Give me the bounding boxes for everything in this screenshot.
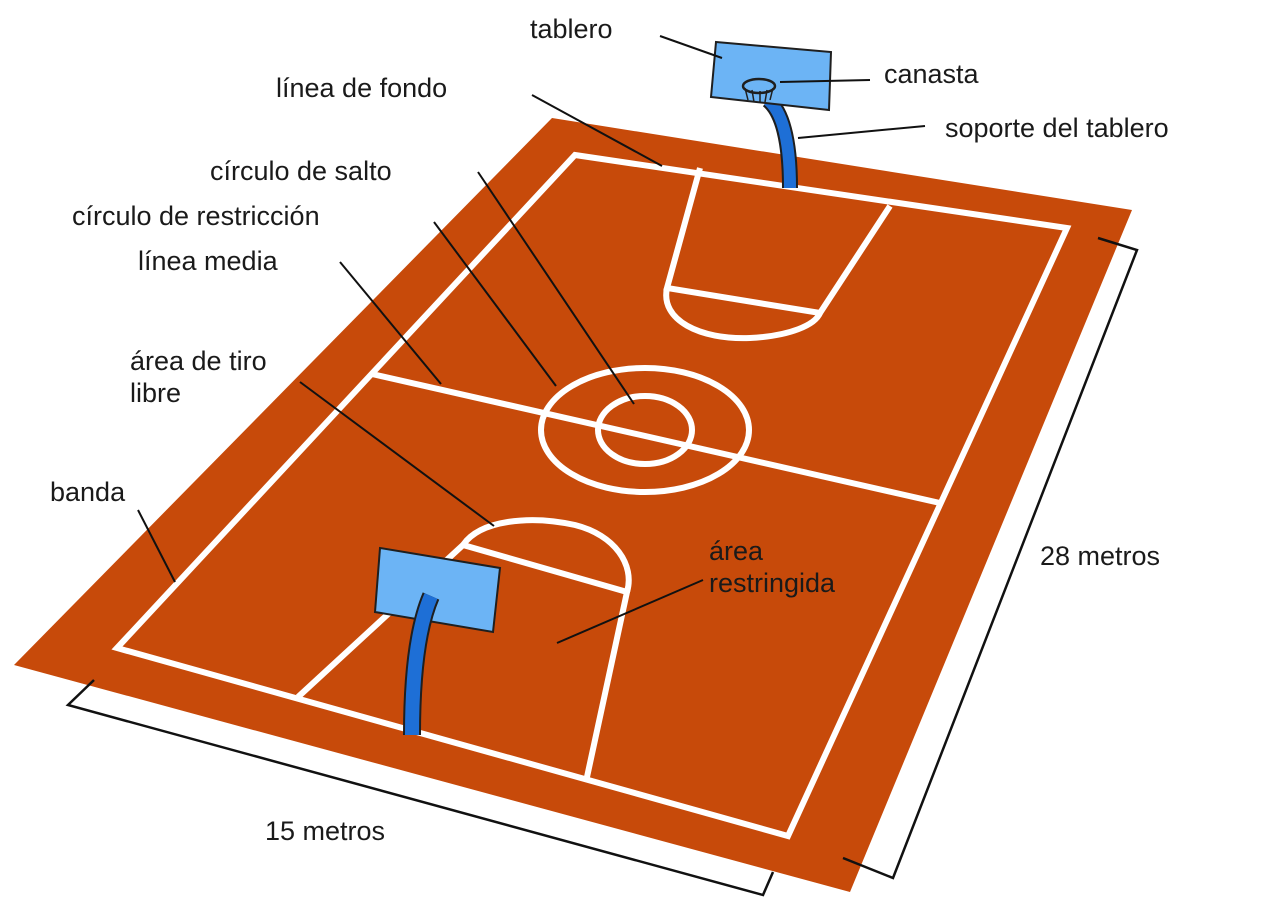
leader-circulo-de-salto — [477, 171, 635, 405]
label-banda: banda — [50, 477, 126, 507]
label-linea-de-fondo: línea de fondo — [276, 73, 448, 103]
court-boundary-line — [111, 151, 1072, 840]
width-bracket — [65, 679, 775, 897]
near-backboard — [373, 546, 502, 634]
midline — [371, 371, 941, 506]
dimension-brackets — [65, 236, 1139, 897]
label-area-restringida-line-2: restringida — [709, 568, 836, 598]
far-hoop — [741, 77, 777, 95]
label-area-de-tiro-libre-line-2: libre — [130, 378, 182, 408]
restriction-circle — [538, 365, 752, 495]
label-soporte-del-tablero: soporte del tablero — [945, 113, 1169, 143]
label-tablero: tablero — [530, 14, 613, 44]
near-basket — [373, 546, 502, 736]
leader-circulo-de-restriccion — [433, 221, 557, 387]
near-restricted-area — [295, 541, 631, 778]
length-bracket — [842, 236, 1139, 880]
label-linea-media: línea media — [138, 246, 278, 276]
leader-banda — [137, 509, 176, 583]
leader-area-restringida — [556, 579, 704, 644]
leader-canasta — [779, 79, 871, 83]
far-backboard — [709, 40, 833, 112]
leader-linea-de-fondo — [531, 94, 663, 167]
jump-circle — [595, 393, 695, 467]
leader-tablero — [659, 35, 723, 59]
near-free-throw-arc — [460, 517, 632, 593]
label-area-restringida-line-1: área — [709, 536, 764, 566]
label-circulo-de-salto: círculo de salto — [210, 156, 392, 186]
label-area-restringida: área restringida — [709, 535, 835, 599]
far-basket — [709, 40, 833, 189]
leader-area-de-tiro-libre — [299, 381, 495, 527]
far-restricted-area — [663, 167, 893, 317]
label-circulo-de-restriccion: círculo de restricción — [72, 201, 320, 231]
leader-linea-media — [339, 261, 442, 385]
leader-lines — [137, 35, 926, 644]
leader-soporte — [797, 125, 926, 139]
court-lines — [111, 151, 1072, 840]
label-canasta: canasta — [884, 59, 979, 89]
label-28-metros: 28 metros — [1040, 541, 1161, 571]
far-free-throw-arc — [663, 287, 823, 342]
label-area-de-tiro-libre-line-1: área de tiro — [130, 346, 267, 376]
label-area-de-tiro-libre: área de tiro libre — [130, 345, 267, 409]
label-15-metros: 15 metros — [265, 816, 386, 846]
